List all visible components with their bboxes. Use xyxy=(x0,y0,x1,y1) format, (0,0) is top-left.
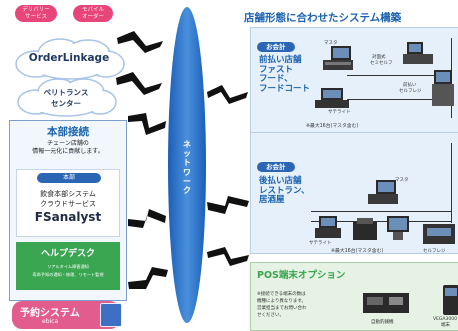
hq-title: 本部接続 xyxy=(47,126,89,138)
lightning-bolt-icon xyxy=(116,72,162,95)
pos-terminal-icon xyxy=(323,46,353,70)
pos-device2-label: VEGA3000 xyxy=(433,317,457,322)
section1-title-line4: フードコート xyxy=(259,83,311,94)
hq-line2: クラウドサービス xyxy=(40,200,96,208)
section1-title-line3: フード、 xyxy=(259,74,293,84)
lightning-bolt-icon xyxy=(207,247,249,266)
veritrans-label-line1: ベリトランス xyxy=(43,88,89,97)
section2-badge: お会計 xyxy=(257,162,295,172)
hq-connection-box: 本部接続 チェーン店舗の 情報一元化に貢献します。 本部 飲食本部システム クラ… xyxy=(9,120,127,301)
veritrans-label-line2: センター xyxy=(51,99,81,108)
section2-title-line3: 居酒屋 xyxy=(259,195,285,205)
lightning-bolt-icon xyxy=(207,196,249,214)
store-systems-panel: お会計 前払い店舗 ファスト フード、 フードコート マスタ 対面式 セミセルフ… xyxy=(250,27,458,254)
pos-note-line3: 営業担当までお問い合わ xyxy=(257,306,307,311)
self-register-icon xyxy=(432,70,454,106)
reservation-sub: ebica xyxy=(42,318,59,325)
orderlinkage-label: OrderLinkage xyxy=(28,52,110,64)
section1-register-label1: 前払い xyxy=(403,83,417,88)
section1-self-label1: 対面式 xyxy=(372,55,386,60)
network-char: ー xyxy=(183,176,191,186)
lightning-bolt-icon xyxy=(117,31,163,53)
card-terminal-icon xyxy=(443,285,458,315)
help-desk-line1: リアルタイム障害通知 xyxy=(47,264,89,269)
pos-note-line1: ※接続できる端末の数は xyxy=(257,292,306,297)
section2-title-line1: 後払い店舗 xyxy=(259,176,302,186)
hq-line1: 飲食本部システム xyxy=(40,190,96,198)
help-desk-title: ヘルプデスク xyxy=(40,249,95,259)
mobile-pill-line1: モバイル xyxy=(81,7,104,13)
pos-option-panel: POS端末オプション ※接続できる端末の数は 機種により異なります。 営業担当ま… xyxy=(250,262,458,331)
section1-badge: お会計 xyxy=(257,42,295,52)
cloud-shape-icon xyxy=(17,78,117,117)
auto-change-machine-icon xyxy=(363,293,409,313)
pos-device1-label: 自動釣銭機 xyxy=(371,320,394,325)
pos-terminal-icon xyxy=(368,180,398,204)
section2-title: 後払い店舗 レストラン、 居酒屋 xyxy=(259,176,310,206)
lightning-bolt-icon xyxy=(128,209,166,228)
lightning-bolt-icon xyxy=(128,113,166,135)
lightning-bolt-icon xyxy=(207,85,248,104)
section1-master-label: マスタ xyxy=(324,41,338,46)
pos-option-title: POS端末オプション xyxy=(257,270,346,281)
section1-register-label2: セルフレジ xyxy=(399,89,422,94)
hq-system-card: 本部 飲食本部システム クラウドサービス FSanalyst xyxy=(16,169,120,237)
section1-satellite-label: サテライト xyxy=(328,110,351,115)
section2-register-label: セルフレジ xyxy=(423,249,446,254)
printer-icon xyxy=(353,218,377,240)
lan-line xyxy=(451,143,452,223)
reservation-title: 予約システム xyxy=(20,308,80,319)
section2-note: ※最大16台(マスタ含む) xyxy=(331,249,384,254)
main-title: 店舗形態に合わせたシステム構築 xyxy=(244,12,402,24)
lan-line xyxy=(311,211,451,212)
section1-title: 前払い店舗 ファスト フード、 フードコート xyxy=(259,55,311,94)
network-label: ネ ッ ト ワ ー ク xyxy=(181,140,193,195)
satellite-terminal-icon xyxy=(315,216,341,238)
section-divider xyxy=(251,132,458,133)
section2-master-label: マスタ xyxy=(395,178,409,183)
fsanalyst-product: FSanalyst xyxy=(34,210,102,224)
veritrans-cloud: ベリトランス センター xyxy=(12,76,120,118)
hq-desc-line1: チェーン店舗の xyxy=(47,140,89,147)
delivery-service-pill: デリバリー サービス xyxy=(15,5,57,22)
hq-description: チェーン店舗の 情報一元化に貢献します。 xyxy=(10,140,126,156)
pos-note-line4: せください。 xyxy=(257,313,284,318)
pos-note-line2: 機種により異なります。 xyxy=(257,299,306,304)
section1-self-label2: セミセルフ xyxy=(370,61,393,66)
delivery-pill-line2: サービス xyxy=(24,13,47,20)
network-char: ワ xyxy=(183,167,191,177)
tablet-icon xyxy=(100,303,122,327)
cloud-shape-icon xyxy=(15,38,125,80)
network-char: ク xyxy=(183,186,191,196)
help-desk-line2: 寿命予知の通知・修理、リモート監視 xyxy=(32,272,104,277)
self-checkout-icon xyxy=(403,42,433,64)
mobile-pill-line2: オーダー xyxy=(81,13,104,20)
hq-badge: 本部 xyxy=(37,173,101,183)
network-cloud-shape xyxy=(168,7,206,323)
network-char: ッ xyxy=(183,149,191,159)
display-icon xyxy=(387,216,409,240)
section1-title-line1: 前払い店舗 xyxy=(259,55,302,65)
orderlinkage-cloud: OrderLinkage xyxy=(10,36,128,80)
lan-line xyxy=(311,221,451,222)
self-register-icon xyxy=(423,224,455,244)
section1-note: ※最大16台(マスタ含む) xyxy=(306,124,359,129)
delivery-pill-line1: デリバリー xyxy=(22,7,50,13)
section2-title-line2: レストラン、 xyxy=(259,185,310,196)
pos-device3-label: 端末 xyxy=(441,323,450,328)
section1-title-line2: ファスト xyxy=(259,64,294,75)
network-char: ト xyxy=(183,158,191,168)
mobile-order-pill: モバイル オーダー xyxy=(73,5,113,22)
network-char: ネ xyxy=(183,140,191,149)
lan-line xyxy=(347,99,451,100)
lan-line xyxy=(347,75,451,76)
lightning-bolt-icon xyxy=(128,267,168,289)
satellite-terminal-icon xyxy=(315,88,349,108)
section2-satellite-label: サテライト xyxy=(309,241,332,246)
hq-desc-line2: 情報一元化に貢献します。 xyxy=(32,148,104,155)
help-desk-card: ヘルプデスク リアルタイム障害通知 寿命予知の通知・修理、リモート監視 xyxy=(16,242,120,290)
